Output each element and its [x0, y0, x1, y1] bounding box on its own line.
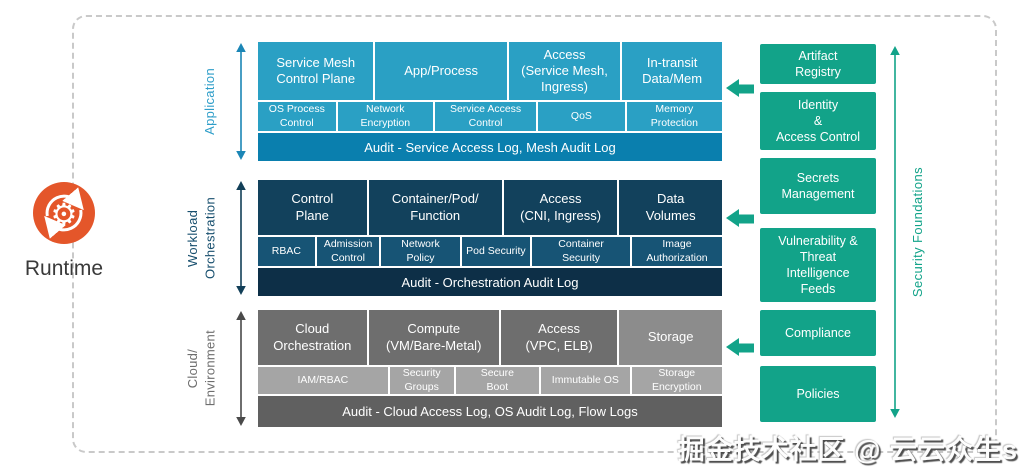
big-cell: Service Mesh Control Plane	[258, 42, 374, 100]
big-cell: Data Volumes	[619, 180, 722, 235]
cloud-range-arrow-icon	[236, 311, 246, 426]
small-cell: Pod Security	[461, 237, 531, 266]
workload-layer-label: Workload Orchestration	[185, 197, 218, 279]
feed-arrow-application-icon	[726, 79, 754, 97]
audit-bar: Audit - Service Access Log, Mesh Audit L…	[258, 133, 722, 161]
runtime-gear-cycle-icon: ⚙	[33, 182, 95, 244]
green-box-policies: Policies	[760, 366, 876, 422]
green-box-identity-access-control: Identity & Access Control	[760, 92, 876, 150]
watermark-text: 掘金技术社区 @ 云云众生s	[677, 435, 1018, 465]
big-cell: Access (CNI, Ingress)	[503, 180, 618, 235]
big-cell: In-transit Data/Mem	[622, 42, 722, 100]
small-cell: Container Security	[532, 237, 630, 266]
green-box-compliance: Compliance	[760, 310, 876, 356]
application-range-arrow-icon	[236, 43, 246, 160]
green-box-secrets-management: Secrets Management	[760, 158, 876, 214]
small-cell: IAM/RBAC	[258, 367, 388, 394]
big-cell: Compute (VM/Bare-Metal)	[368, 310, 499, 365]
big-cell: Access (VPC, ELB)	[500, 310, 618, 365]
feed-arrow-cloud-icon	[726, 338, 754, 356]
small-cell: Secure Boot	[455, 367, 540, 394]
big-cell: Access (Service Mesh, Ingress)	[508, 42, 621, 100]
green-box-artifact-registry: Artifact Registry	[760, 44, 876, 84]
feed-arrow-workload-icon	[726, 209, 754, 227]
small-cell: Security Groups	[389, 367, 454, 394]
application-layer-label: Application	[202, 68, 218, 135]
security-foundations-range-arrow-icon	[890, 46, 900, 418]
audit-bar: Audit - Cloud Access Log, OS Audit Log, …	[258, 396, 722, 427]
small-cell: Memory Protection	[626, 102, 722, 131]
runtime-label: Runtime	[24, 257, 104, 280]
small-cell: Network Encryption	[337, 102, 433, 131]
small-cell: Service Access Control	[434, 102, 537, 131]
application-layer: Service Mesh Control Plane App/Process A…	[258, 42, 722, 161]
cloud-layer: Cloud Orchestration Compute (VM/Bare-Met…	[258, 310, 722, 427]
small-cell: Storage Encryption	[631, 367, 722, 394]
big-cell: App/Process	[375, 42, 507, 100]
small-cell: Network Policy	[381, 237, 460, 266]
big-cell: Cloud Orchestration	[258, 310, 367, 365]
small-cell: Image Authorization	[631, 237, 722, 266]
audit-bar: Audit - Orchestration Audit Log	[258, 268, 722, 296]
small-cell: Admission Control	[316, 237, 380, 266]
big-cell: Storage	[619, 310, 722, 365]
small-cell: Immutable OS	[541, 367, 630, 394]
workload-layer: Control Plane Container/Pod/ Function Ac…	[258, 180, 722, 296]
small-cell: RBAC	[258, 237, 315, 266]
small-cell: QoS	[538, 102, 625, 131]
small-cell: OS Process Control	[258, 102, 336, 131]
big-cell: Container/Pod/ Function	[368, 180, 502, 235]
big-cell: Control Plane	[258, 180, 367, 235]
green-box-vulnerability-threat-intelligence-feeds: Vulnerability & Threat Intelligence Feed…	[760, 228, 876, 302]
security-foundations-label: Security Foundations	[909, 166, 925, 298]
runtime-logo: ⚙ Runtime	[18, 182, 110, 281]
cloud-layer-label: Cloud/ Environment	[185, 330, 218, 407]
workload-range-arrow-icon	[236, 181, 246, 295]
